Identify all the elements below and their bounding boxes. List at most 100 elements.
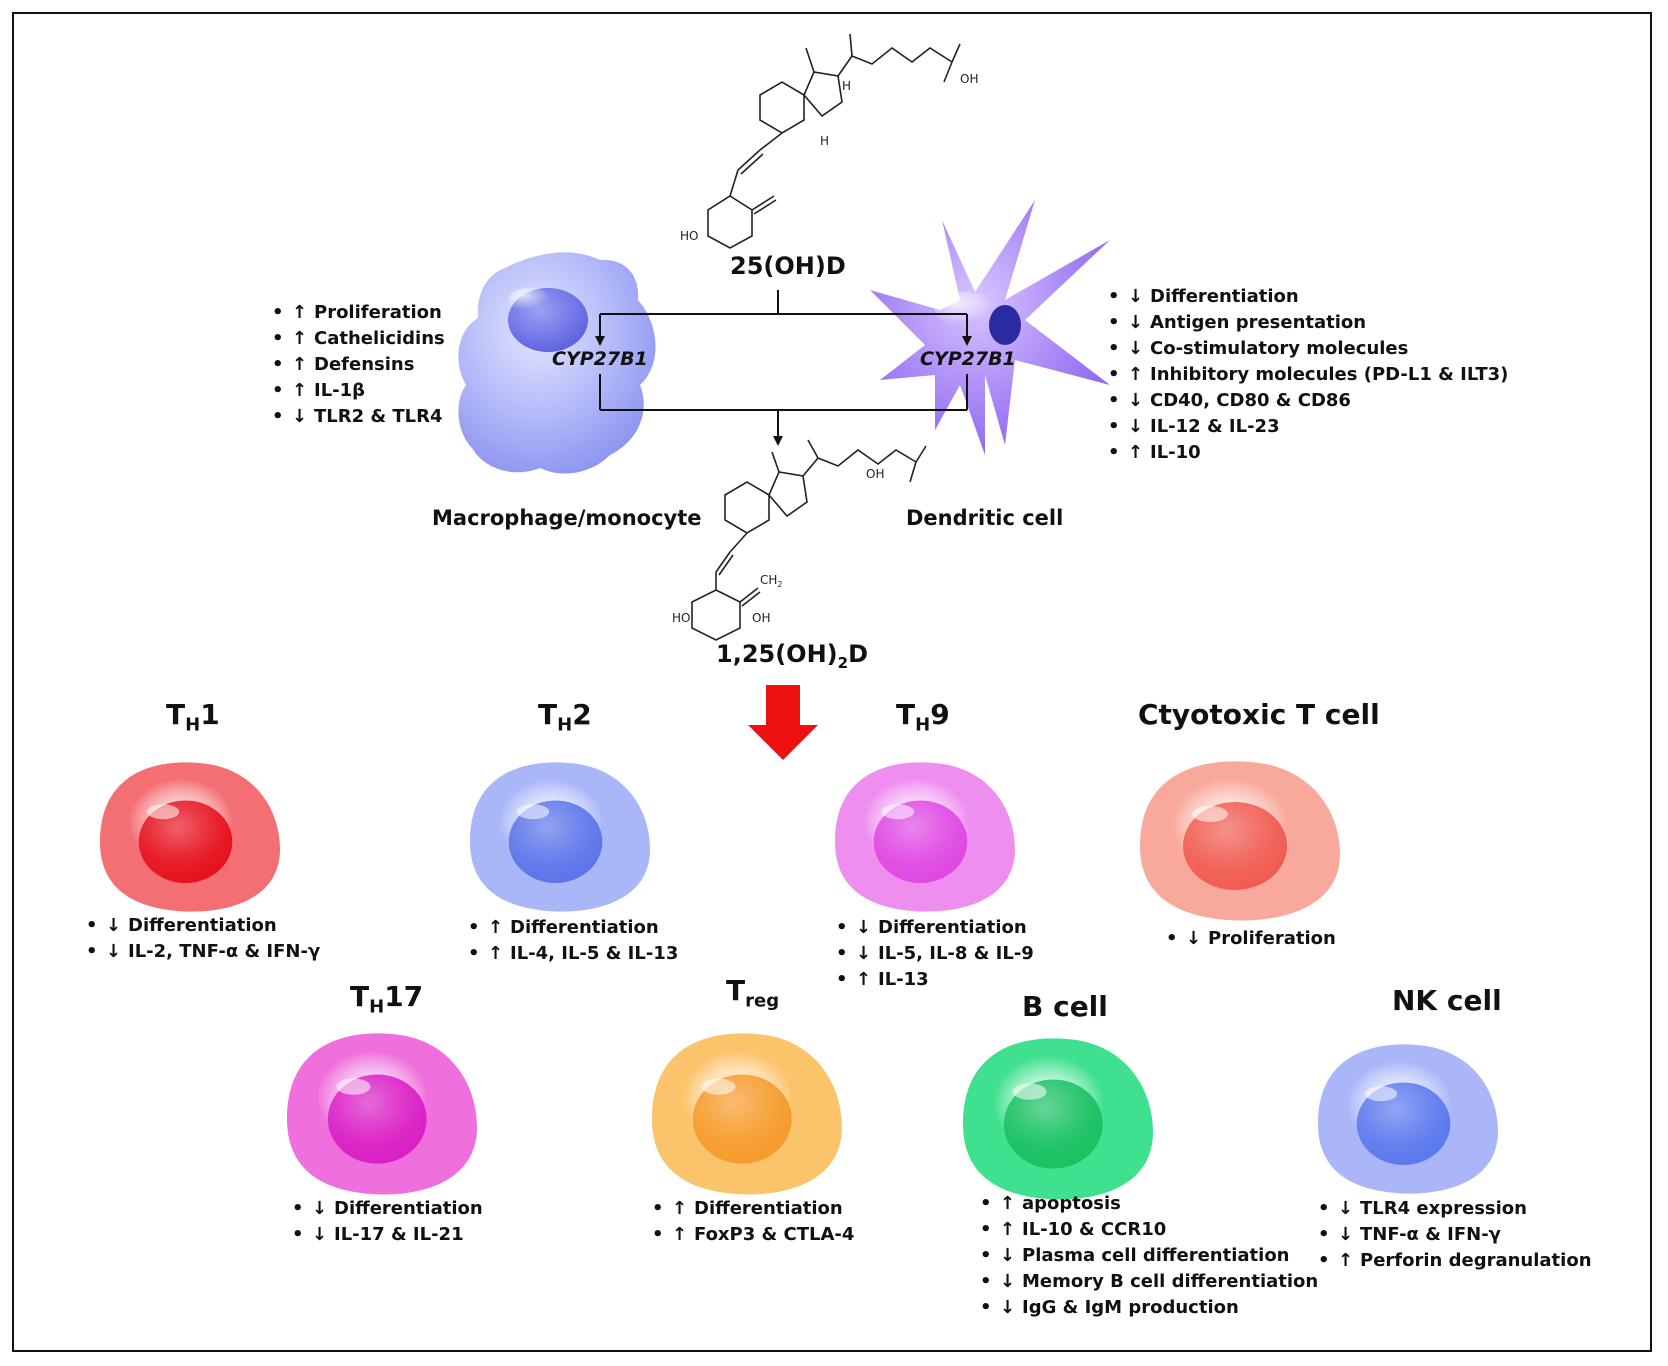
down-arrow-icon: ↓ [1128,338,1144,359]
ctl-effects: ↓Proliferation [1166,926,1336,952]
macrophage-effect-item: ↑Proliferation [272,300,445,326]
down-arrow-icon: ↓ [1338,1198,1354,1219]
th9-effect-item: ↓ Differentiation [836,915,1034,941]
th1-cell-highlight [146,804,180,820]
down-arrow-icon: ↓ [1338,1224,1354,1245]
bcell-effect-item: ↓IgG & IgM production [980,1295,1318,1321]
pathway-arrowheads [595,336,972,446]
nk-cell-nucleus [1356,1082,1451,1165]
macrophage-effect-text: Defensins [314,354,415,375]
ch2-label: CH2 [760,573,783,589]
up-arrow-icon: ↑ [488,917,504,938]
nk-effect-item: ↓ TNF-α & IFN-γ [1318,1222,1592,1248]
ctl-effect-item: ↓Proliferation [1166,926,1336,952]
down-arrow-icon: ↓ [106,941,122,962]
dendritic-cell-illustration [870,200,1110,455]
macrophage-illustration [458,252,656,474]
nk-cell-illustration [1318,1044,1498,1194]
th9-effects: ↓ Differentiation ↓ IL-5, IL-8 & IL-9 ↑ IL-13 [836,915,1034,993]
adaptive-cell-layer [100,761,1498,1200]
dendritic-cell-label: Dendritic cell [906,506,1064,530]
bcell-effect-text: IgG & IgM production [1022,1297,1239,1318]
dendritic-effect-item: ↓ CD40, CD80 & CD86 [1108,388,1508,414]
nk-effect-item: ↓ TLR4 expression [1318,1196,1592,1222]
ctl-cell-nucleus [1183,802,1287,890]
treg-effects: ↑ Differentiation ↑FoxP3 & CTLA-4 [652,1196,854,1248]
bcell-cell-highlight [1012,1083,1047,1100]
ho-label-top: HO [680,229,698,243]
nk-effect-text: TLR4 expression [1360,1198,1527,1219]
bcell-effect-text: apoptosis [1022,1193,1121,1214]
th9-effect-item: ↓ IL-5, IL-8 & IL-9 [836,941,1034,967]
th9-effect-text: IL-13 [878,969,929,990]
cell-title-th2: TH2 [538,698,592,736]
figure-frame [12,12,1652,1352]
cell-title-th1: TH1 [166,698,220,736]
nk-effect-text: TNF-α & IFN-γ [1360,1224,1501,1245]
cell-title-ctl: Ctyotoxic T cell [1138,698,1380,731]
treg-effect-text: Differentiation [694,1198,843,1219]
th17-cell-highlight [336,1078,371,1095]
molecule-125oh2d-label: 1,25(OH)2D [716,640,868,672]
down-arrow-icon: ↓ [1128,312,1144,333]
th9-effect-text: IL-5, IL-8 & IL-9 [878,943,1034,964]
down-arrow-icon: ↓ [1186,928,1202,949]
macrophage-effect-text: Proliferation [314,302,442,323]
th2-effect-item: ↑Differentiation [468,915,678,941]
th1-effect-text: Differentiation [128,915,277,936]
treg-effect-item: ↑ Differentiation [652,1196,854,1222]
down-arrow-icon: ↓ [106,915,122,936]
up-arrow-icon: ↑ [1128,442,1144,463]
bcell-cell-nucleus [1003,1079,1103,1169]
th1-cell-illustration [100,762,280,912]
dendritic-effect-item: ↑IL-10 [1108,440,1508,466]
nk-effect-text: Perforin degranulation [1360,1250,1592,1271]
th17-cell-nucleus [327,1074,427,1164]
down-arrow-icon: ↓ [1128,390,1144,411]
th1-effect-item: ↓IL-2, TNF-α & IFN-γ [86,939,320,965]
up-arrow-icon: ↑ [1000,1193,1016,1214]
bcell-cell-illustration [963,1038,1153,1200]
nk-effect-item: ↑ Perforin degranulation [1318,1248,1592,1274]
dendritic-effect-item: ↓ Co-stimulatory molecules [1108,336,1508,362]
h-label-top-2: H [820,134,829,148]
nk-effects: ↓ TLR4 expression ↓ TNF-α & IFN-γ ↑ Perforin … [1318,1196,1592,1274]
th9-cell-highlight [881,804,915,820]
macrophage-effect-item: ↑ Defensins [272,352,445,378]
th9-effect-text: Differentiation [878,917,1027,938]
dendritic-effect-text: IL-12 & IL-23 [1150,416,1280,437]
up-arrow-icon: ↑ [292,354,308,375]
treg-effect-item: ↑FoxP3 & CTLA-4 [652,1222,854,1248]
treg-cell-illustration [652,1033,842,1195]
macrophage-effects: ↑Proliferation↑Cathelicidins↑Defensins↑I… [272,300,445,430]
up-arrow-icon: ↑ [1338,1250,1354,1271]
bcell-effect-item: ↑IL-10 & CCR10 [980,1217,1318,1243]
ho-label-bottom: HO [672,611,690,625]
th17-effect-text: Differentiation [334,1198,483,1219]
dendritic-effect-text: Differentiation [1150,286,1299,307]
bcell-effect-text: IL-10 & CCR10 [1022,1219,1167,1240]
up-arrow-icon: ↑ [856,969,872,990]
treg-cell-highlight [701,1078,736,1095]
up-arrow-icon: ↑ [292,380,308,401]
up-arrow-icon: ↑ [672,1198,688,1219]
dendritic-effect-item: ↓IL-12 & IL-23 [1108,414,1508,440]
th2-cell-highlight [516,804,550,820]
dendritic-effect-text: Co-stimulatory molecules [1150,338,1409,359]
treg-effect-text: FoxP3 & CTLA-4 [694,1224,855,1245]
treg-cell-nucleus [692,1074,792,1164]
bcell-effect-text: Plasma cell differentiation [1022,1245,1290,1266]
up-arrow-icon: ↑ [488,943,504,964]
bcell-effect-item: ↓Plasma cell differentiation [980,1243,1318,1269]
down-arrow-icon: ↓ [312,1224,328,1245]
down-arrow-icon: ↓ [856,943,872,964]
enzyme-label-left: CYP27B1 [552,348,648,370]
th1-effect-item: ↓ Differentiation [86,913,320,939]
dendritic-effect-text: CD40, CD80 & CD86 [1150,390,1351,411]
macrophage-effect-item: ↑IL-1β [272,378,445,404]
down-arrow-icon: ↓ [856,917,872,938]
macrophage-effect-item: ↑Cathelicidins [272,326,445,352]
cell-title-th9: TH9 [896,698,950,736]
h-label-top-1: H [842,79,851,93]
th17-effect-text: IL-17 & IL-21 [334,1224,464,1245]
